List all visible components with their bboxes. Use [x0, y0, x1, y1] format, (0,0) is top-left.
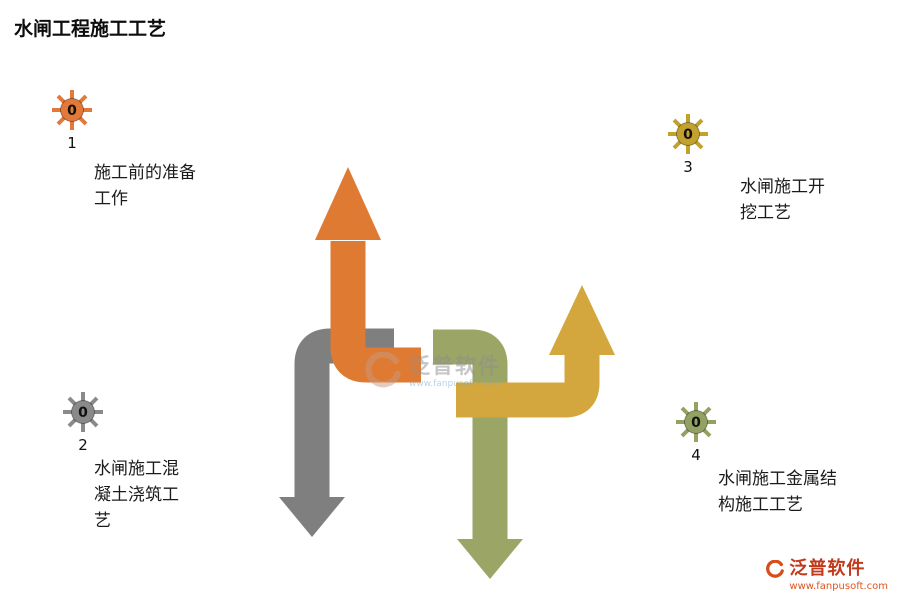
- sunburst-icon: 0: [668, 114, 708, 154]
- left-up-arrow: [315, 167, 421, 383]
- step-label-1: 施工前的准备工作: [94, 163, 196, 209]
- swirl-logo-icon: [766, 559, 785, 578]
- footer-url: www.fanpusoft.com: [789, 580, 888, 592]
- watermark-url: www.fanpusoft.com: [409, 378, 498, 389]
- center-watermark: 泛普软件 www.fanpusoft.com: [363, 352, 501, 392]
- sun-badge: 0: [683, 127, 693, 143]
- footer-logo: 泛普软件 www.fanpusoft.com: [765, 557, 888, 592]
- swirl-logo-icon: [365, 352, 401, 388]
- watermark-brand: 泛普软件: [409, 353, 501, 378]
- sun-badge: 0: [67, 103, 77, 119]
- page-title: 水闸工程施工工艺: [14, 18, 167, 40]
- step-number: 3: [683, 158, 693, 176]
- step-number: 4: [691, 446, 701, 464]
- sun-badge: 0: [78, 405, 88, 421]
- sunburst-icon: 0: [63, 392, 103, 432]
- footer-brand: 泛普软件: [789, 557, 866, 579]
- step-label-2: 水闸施工混凝土浇筑工艺: [94, 459, 179, 531]
- step-number: 2: [78, 436, 88, 454]
- sunburst-icon: 0: [52, 90, 92, 130]
- step-label-4: 水闸施工金属结构施工工艺: [718, 469, 837, 515]
- sun-badge: 0: [691, 415, 701, 431]
- step-label-3: 水闸施工开挖工艺: [740, 177, 825, 223]
- step-number: 1: [67, 134, 77, 152]
- sunburst-icon: 0: [676, 402, 716, 442]
